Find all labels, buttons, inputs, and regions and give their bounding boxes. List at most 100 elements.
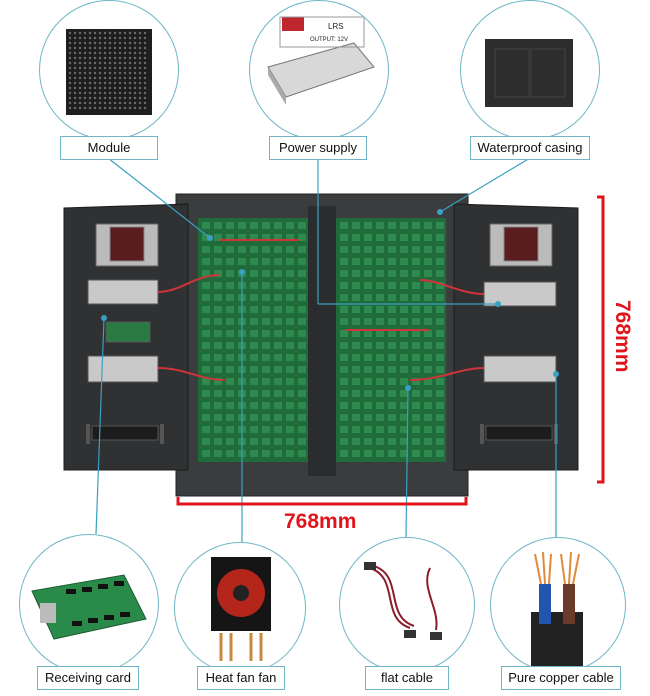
module-chip [298,354,306,361]
module-chip [424,414,432,421]
module-chip [274,378,282,385]
module-chip [364,222,372,229]
module-chip [364,426,372,433]
led-pixel [128,41,132,45]
module-chip [340,294,348,301]
module-chip [376,258,384,265]
led-pixel [133,31,137,35]
module-chip [424,342,432,349]
module-chip [400,438,408,445]
led-pixel [108,46,112,50]
module-chip [214,222,222,229]
module-chip [214,390,222,397]
led-pixel [138,61,142,65]
led-pixel [123,31,127,35]
module-chip [202,450,210,457]
module-chip [226,354,234,361]
module-chip [340,234,348,241]
module-chip [364,390,372,397]
led-pixel [93,61,97,65]
connector-lines [95,157,557,542]
module-chip [226,342,234,349]
module-chip [262,366,270,373]
module-chip [388,246,396,253]
module-chip [436,414,444,421]
led-pixel [103,56,107,60]
module-chip [412,438,420,445]
module-chip [286,402,294,409]
module-chip [340,414,348,421]
module-chip [274,222,282,229]
led-pixel [108,96,112,100]
led-pixel [108,31,112,35]
module-chip [424,330,432,337]
led-pixel [133,61,137,65]
module-chip [340,378,348,385]
module-chip [388,426,396,433]
led-pixel [118,106,122,110]
led-pixel [108,71,112,75]
led-pixel [93,56,97,60]
led-pixel [133,91,137,95]
module-chip [286,354,294,361]
module-chip [388,414,396,421]
module-chip [340,342,348,349]
led-pixel [103,41,107,45]
module-chip [400,234,408,241]
led-pixel [103,86,107,90]
led-pixel [98,66,102,70]
led-pixel [123,81,127,85]
led-pixel [133,81,137,85]
module-chip [376,306,384,313]
led-pixel [143,31,147,35]
module-chip [340,282,348,289]
module-chip [238,222,246,229]
module-chip [400,342,408,349]
receiving-card-board [105,321,151,343]
module-chip [436,270,444,277]
module-chip [286,246,294,253]
led-pixel [128,106,132,110]
module-chip [262,258,270,265]
module-chip [286,342,294,349]
module-chip [352,294,360,301]
module-chip [436,390,444,397]
module-chip [250,306,258,313]
led-pixel [128,51,132,55]
led-pixel [143,76,147,80]
led-pixel [123,91,127,95]
led-pixel [73,66,77,70]
module-chip [352,402,360,409]
led-pixel [68,71,72,75]
module-chip [214,318,222,325]
label-waterproof-casing: Waterproof casing [470,136,590,160]
module-chip [202,222,210,229]
module-chip [262,294,270,301]
module-chip [436,402,444,409]
module-chip [286,330,294,337]
module-chip [376,222,384,229]
led-pixel [118,86,122,90]
module-chip [364,258,372,265]
led-pixel [93,36,97,40]
module-chip [364,246,372,253]
led-pixel [73,41,77,45]
led-pixel [128,76,132,80]
module-chip [436,282,444,289]
led-pixel [98,61,102,65]
connector-dots [101,209,559,391]
led-pixel [78,91,82,95]
led-pixel [73,101,77,105]
module-chip [262,426,270,433]
copper-cable-circle [490,537,626,673]
led-pixel [103,91,107,95]
module-chip [226,318,234,325]
led-pixel [68,51,72,55]
module-chip [412,390,420,397]
led-pixel [73,71,77,75]
module-chip [298,306,306,313]
module-chip [298,222,306,229]
led-pixel [88,86,92,90]
module-chip [412,246,420,253]
led-pixel [88,51,92,55]
